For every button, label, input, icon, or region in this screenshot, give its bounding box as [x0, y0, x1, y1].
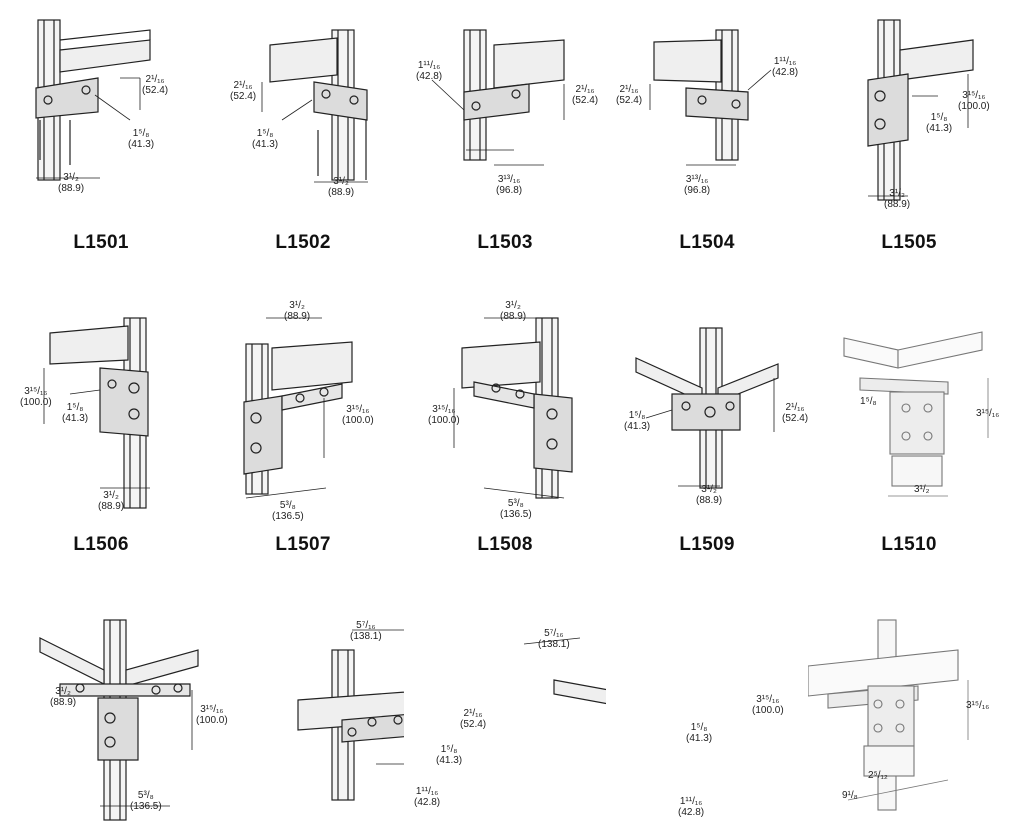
dimension-label: 2¹/₁₆(52.4) [616, 84, 643, 106]
bracket-illustration [808, 610, 1010, 824]
part-number: L1506 [73, 534, 129, 555]
dimension-label: 3¹⁵/₁₆(100.0) [20, 386, 52, 408]
part-number: L1501 [73, 232, 129, 253]
dimension-label: 5⁷/₁₆(138.1) [350, 620, 382, 642]
bracket-illustration [606, 0, 808, 220]
part-number: L1510 [881, 534, 937, 555]
dimension-label: 5³/₈(136.5) [130, 790, 162, 812]
part-number: L1509 [679, 534, 735, 555]
dimension-label: 3¹⁵/₁₆(100.0) [196, 704, 228, 726]
bracket-illustration [404, 0, 606, 220]
dimension-label: 3¹/₂(88.9) [98, 490, 125, 512]
part-number: L1505 [881, 232, 937, 253]
bracket-cell-l1505: 3¹⁵/₁₆(100.0) 1⁵/₈(41.3) 3¹/₂(88.9) L150… [808, 0, 1010, 260]
dimension-label: 1⁵/₈(41.3) [686, 722, 713, 744]
dimension-label: 2¹/₁₆(52.4) [142, 74, 169, 96]
dimension-label: 1¹¹/₁₆(42.8) [678, 796, 705, 818]
dimension-label: 1¹¹/₁₆(42.8) [414, 786, 441, 808]
dimension-label: 1¹¹/₁₆(42.8) [772, 56, 799, 78]
bracket-illustration [404, 610, 606, 824]
dimension-label: 2¹/₁₆(52.4) [572, 84, 599, 106]
dimension-label: 3¹/₂(88.9) [696, 484, 723, 506]
part-number: L1502 [275, 232, 331, 253]
bracket-cell-row3-3: 5⁷/₁₆(138.1) 3¹⁵/₁₆(100.0) 1⁵/₈(41.3) 1¹… [404, 610, 784, 824]
bracket-cell-l1503: 1¹¹/₁₆(42.8) 2¹/₁₆(52.4) 3¹³/₁₆(96.8) L1… [404, 0, 606, 260]
bracket-illustration [808, 298, 1010, 518]
part-number: L1508 [477, 534, 533, 555]
bracket-illustration [606, 298, 808, 518]
bracket-cell-row3-2: 5⁷/₁₆(138.1) 2¹/₁₆(52.4) 1⁵/₈(41.3) 1¹¹/… [202, 610, 486, 824]
bracket-cell-row3-4: 3¹⁵/₁₆ 2⁵/₁₂ 9¹/₈ [808, 610, 1010, 824]
bracket-illustration [202, 298, 404, 518]
dimension-label: 2⁵/₁₂ [868, 770, 888, 781]
dimension-label: 3¹/₂(88.9) [500, 300, 527, 322]
dimension-label: 1¹¹/₁₆(42.8) [416, 60, 443, 82]
bracket-cell-l1508: 3¹/₂(88.9) 3¹⁵/₁₆(100.0) 5³/₈(136.5) L15… [404, 298, 606, 560]
dimension-label: 3¹/₂ [914, 484, 930, 495]
dimension-label: 3¹/₂(88.9) [58, 172, 85, 194]
dimension-label: 3¹⁵/₁₆(100.0) [428, 404, 460, 426]
bracket-illustration [404, 298, 606, 518]
dimension-label: 3¹⁵/₁₆ [976, 408, 1000, 419]
dimension-label: 5⁷/₁₆(138.1) [538, 628, 570, 650]
bracket-cell-l1501: 2¹/₁₆(52.4) 1⁵/₈(41.3) 3¹/₂(88.9) L1501 [0, 0, 202, 260]
bracket-cell-l1504: 2¹/₁₆(52.4) 1¹¹/₁₆(42.8) 3¹³/₁₆(96.8) L1… [606, 0, 808, 260]
dimension-label: 3¹/₂(88.9) [328, 176, 355, 198]
dimension-label: 3¹/₂(88.9) [884, 188, 911, 210]
bracket-cell-l1502: 2¹/₁₆(52.4) 1⁵/₈(41.3) 3¹/₂(88.9) L1502 [202, 0, 404, 260]
dimension-label: 1⁵/₈(41.3) [624, 410, 651, 432]
dimension-label: 5³/₈(136.5) [272, 500, 304, 522]
dimension-label: 1⁵/₈(41.3) [436, 744, 463, 766]
dimension-label: 3¹/₂(88.9) [50, 686, 77, 708]
dimension-label: 2¹/₁₆(52.4) [460, 708, 487, 730]
dimension-label: 9¹/₈ [842, 790, 858, 801]
bracket-illustration [202, 610, 404, 824]
dimension-label: 1⁵/₈(41.3) [252, 128, 279, 150]
dimension-label: 3¹/₂(88.9) [284, 300, 311, 322]
part-number: L1503 [477, 232, 533, 253]
bracket-illustration [202, 0, 404, 220]
bracket-cell-l1509: 1⁵/₈(41.3) 2¹/₁₆(52.4) 3¹/₂(88.9) L1509 [606, 298, 808, 560]
part-number: L1504 [679, 232, 735, 253]
dimension-label: 3¹⁵/₁₆(100.0) [752, 694, 784, 716]
dimension-label: 1⁵/₈(41.3) [926, 112, 953, 134]
dimension-label: 3¹⁵/₁₆(100.0) [342, 404, 374, 426]
bracket-illustration [0, 0, 202, 220]
bracket-illustration [0, 298, 202, 518]
bracket-cell-row3-1: 3¹/₂(88.9) 3¹⁵/₁₆(100.0) 5³/₈(136.5) [0, 610, 228, 824]
dimension-label: 1⁵/₈(41.3) [62, 402, 89, 424]
bracket-cell-l1506: 3¹⁵/₁₆(100.0) 1⁵/₈(41.3) 3¹/₂(88.9) L150… [0, 298, 202, 560]
dimension-label: 3¹⁵/₁₆ [966, 700, 990, 711]
bracket-cell-l1507: 3¹/₂(88.9) 3¹⁵/₁₆(100.0) 5³/₈(136.5) L15… [202, 298, 404, 560]
dimension-label: 3¹³/₁₆(96.8) [684, 174, 711, 196]
dimension-label: 2¹/₁₆(52.4) [782, 402, 809, 424]
bracket-cell-l1510: 1⁵/₈ 3¹⁵/₁₆ 3¹/₂ L1510 [808, 298, 1010, 560]
dimension-label: 1⁵/₈ [860, 396, 877, 407]
part-number: L1507 [275, 534, 331, 555]
dimension-label: 5³/₈(136.5) [500, 498, 532, 520]
dimension-label: 1⁵/₈(41.3) [128, 128, 155, 150]
dimension-label: 3¹³/₁₆(96.8) [496, 174, 523, 196]
bracket-illustration [808, 0, 1010, 220]
dimension-label: 3¹⁵/₁₆(100.0) [958, 90, 990, 112]
bracket-illustration [0, 610, 202, 824]
dimension-label: 2¹/₁₆(52.4) [230, 80, 257, 102]
